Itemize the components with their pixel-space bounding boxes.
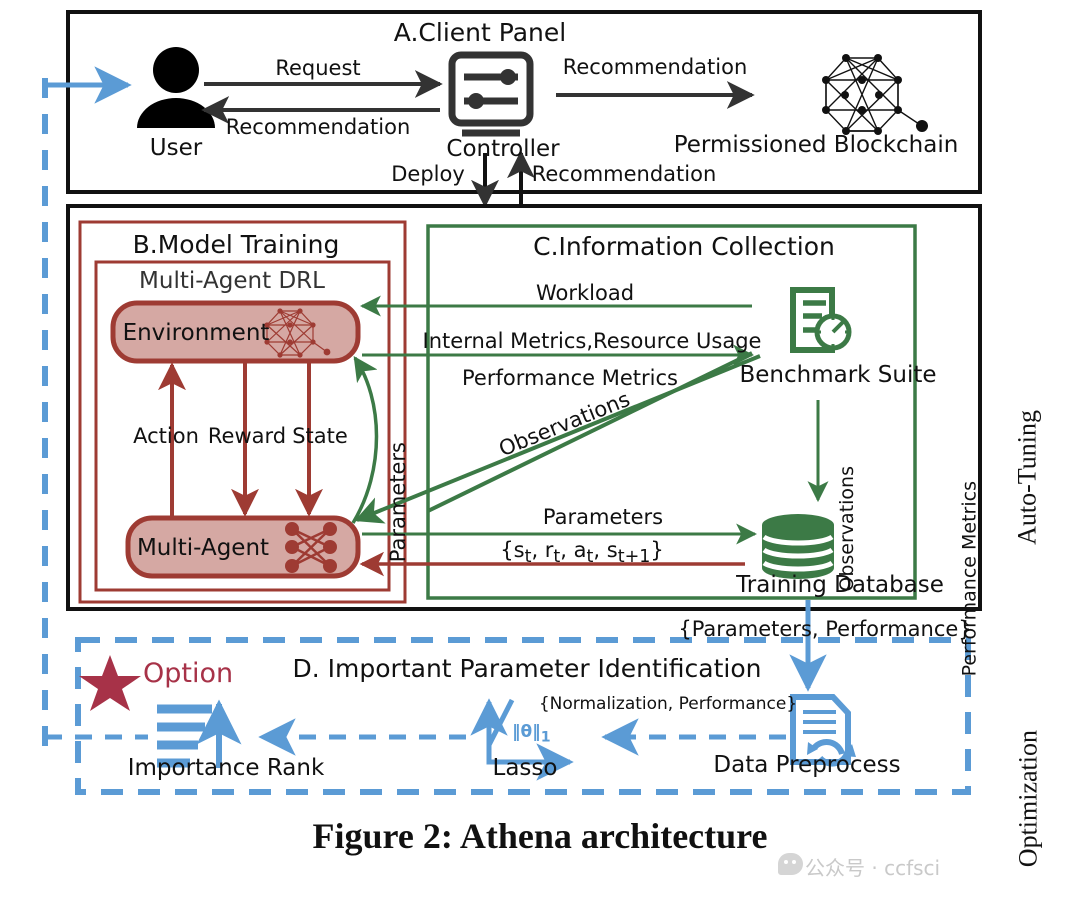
lasso-label: Lasso xyxy=(492,755,558,781)
agent-network-icon xyxy=(285,522,337,573)
lasso-icon xyxy=(470,698,574,781)
auto-tuning-border xyxy=(66,204,982,611)
user-label: User xyxy=(149,135,203,161)
performance-metrics-vertical-label: Performance Metrics xyxy=(958,481,981,677)
figure-caption: Figure 2: Athena architecture xyxy=(312,816,768,856)
state-label: State xyxy=(292,424,348,448)
lasso-norm-label: ‖θ‖1 xyxy=(512,722,551,746)
recommendation-back-label: Recommendation xyxy=(225,115,411,139)
normalization-perf-label: {Normalization, Performance} xyxy=(538,694,798,714)
watermark-text: 公众号 · ccfsci xyxy=(805,856,941,880)
training-database-icon xyxy=(762,514,834,579)
panel-b-title: B.Model Training xyxy=(132,230,340,259)
parameters-vertical-label: Parameters xyxy=(386,442,411,563)
internal-metrics-label: Internal Metrics,Resource Usage xyxy=(422,329,762,353)
deploy-label: Deploy xyxy=(391,162,465,186)
environment-label: Environment xyxy=(122,320,270,346)
reward-label: Reward xyxy=(207,424,287,448)
panel-c-border xyxy=(426,224,917,600)
panel-a-border xyxy=(66,10,982,194)
drl-border xyxy=(94,260,391,592)
option-label: Option xyxy=(143,658,234,689)
importance-rank-label: Importance Rank xyxy=(127,755,325,781)
data-preprocess-icon xyxy=(790,694,856,767)
user-icon xyxy=(137,47,215,128)
watermark-icon xyxy=(778,853,803,875)
auto-tuning-side-label: Auto-Tuning xyxy=(1012,410,1042,545)
data-preprocess-label: Data Preprocess xyxy=(713,752,901,778)
observations-diagonal-arrow-2 xyxy=(427,351,753,513)
recommendation-up-label: Recommendation xyxy=(531,162,717,186)
importance-rank-icon xyxy=(157,699,242,768)
drl-subtitle: Multi-Agent DRL xyxy=(139,268,325,294)
benchmark-suite-icon xyxy=(790,287,852,353)
panel-c-title: C.Information Collection xyxy=(533,232,835,261)
action-label: Action xyxy=(133,424,199,448)
environment-network-icon xyxy=(264,308,331,358)
recommendation-blockchain-label: Recommendation xyxy=(562,55,748,79)
panel-b-border xyxy=(78,220,407,604)
multi-agent-label: Multi-Agent xyxy=(136,535,270,561)
parameters-to-db-label: Parameters xyxy=(542,505,664,529)
optimization-side-label: Optimization xyxy=(1013,730,1043,868)
panel-a-title: A.Client Panel xyxy=(393,18,567,47)
option-star-icon xyxy=(79,655,141,711)
params-perf-label: {Parameters, Performance} xyxy=(678,617,972,641)
benchmark-suite-label: Benchmark Suite xyxy=(739,362,937,388)
observations-vertical-label: Observations xyxy=(835,466,858,592)
training-database-label: Training Database xyxy=(736,572,944,598)
blockchain-icon xyxy=(822,54,928,135)
performance-metrics-label: Performance Metrics xyxy=(462,366,678,390)
blockchain-label: Permissioned Blockchain xyxy=(673,132,959,158)
controller-label: Controller xyxy=(446,136,560,162)
experience-tuple-label: {st, rt, at, st+1} xyxy=(500,538,664,568)
parameters-curve xyxy=(351,355,379,524)
workload-label: Workload xyxy=(535,281,635,305)
controller-icon xyxy=(448,51,534,137)
panel-d-border xyxy=(75,637,971,795)
request-label: Request xyxy=(275,56,361,80)
panel-d-title: D. Important Parameter Identification xyxy=(292,654,762,683)
